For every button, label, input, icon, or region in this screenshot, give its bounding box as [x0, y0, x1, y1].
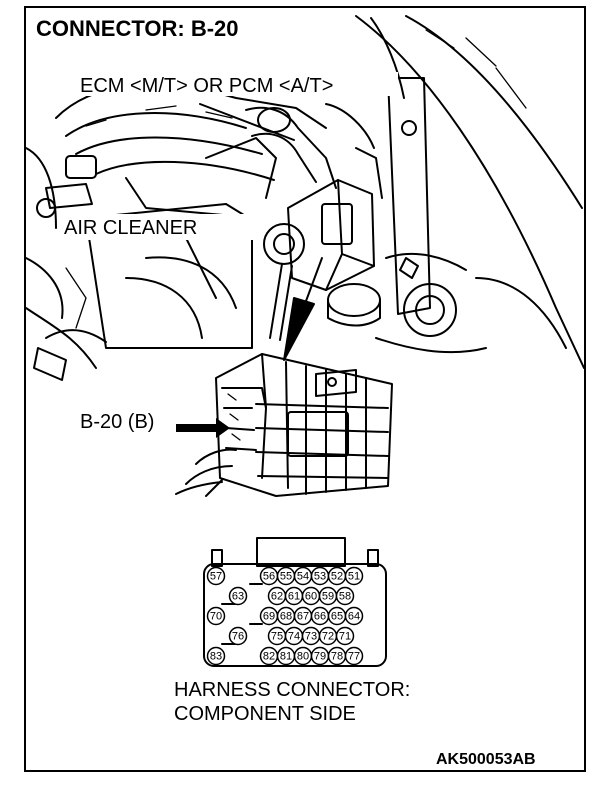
connector-pin-label: 63: [232, 591, 244, 603]
connector-pin-label: 78: [331, 651, 343, 663]
connector-pin-label: 76: [232, 631, 244, 643]
connector-pin-label: 74: [288, 631, 300, 643]
connector-ref-label: B-20 (B): [80, 411, 154, 433]
connector-pin-label: 65: [331, 611, 343, 623]
connector-pin-label: 57: [210, 571, 222, 583]
connector-pin-64: [344, 606, 364, 626]
connector-pin-63: [228, 586, 248, 606]
connector-pin-label: 58: [339, 591, 351, 603]
connector-pin-label: 66: [314, 611, 326, 623]
connector-pin-label: 72: [322, 631, 334, 643]
connector-pin-label: 75: [271, 631, 283, 643]
diagram-frame: 57 56 55 54 53 52 51 63 62 61 60 59 58 70 69 68 67 66 65 64…: [24, 6, 586, 772]
connector-title: CONNECTOR: B-20: [36, 16, 239, 41]
connector-pin-label: 82: [263, 651, 275, 663]
connector-pin-label: 67: [297, 611, 309, 623]
connector-pin-label: 64: [348, 611, 360, 623]
connector-pin-label: 55: [280, 571, 292, 583]
harness-connector-label: HARNESS CONNECTOR:: [174, 679, 410, 701]
component-side-label: COMPONENT SIDE: [174, 703, 356, 725]
connector-pin-label: 69: [263, 611, 275, 623]
connector-pin-label: 60: [305, 591, 317, 603]
connector-pin-57: [206, 566, 226, 586]
connector-pin-label: 51: [348, 571, 360, 583]
connector-pin-77: [344, 646, 364, 666]
connector-pin-label: 79: [314, 651, 326, 663]
connector-pin-label: 52: [331, 571, 343, 583]
connector-pin-51: [344, 566, 364, 586]
connector-pin-label: 54: [297, 571, 309, 583]
connector-pin-70: [206, 606, 226, 626]
connector-pin-label: 59: [322, 591, 334, 603]
ecm-pcm-label: ECM <M/T> OR PCM <A/T>: [80, 75, 333, 97]
connector-pin-71: [335, 626, 355, 646]
connector-pin-label: 61: [288, 591, 300, 603]
connector-pin-label: 70: [210, 611, 222, 623]
air-cleaner-label: AIR CLEANER: [64, 217, 197, 239]
connector-pin-label: 71: [339, 631, 351, 643]
engine-bay-illustration: [26, 15, 584, 381]
connector-pin-83: [206, 646, 226, 666]
diagram-canvas: 57 56 55 54 53 52 51 63 62 61 60 59 58 70 69 68 67 66 65 64…: [26, 15, 584, 768]
harness-connector-face: 57 56 55 54 53 52 51 63 62 61 60 59 58 70 69 68 67 66 65 64…: [203, 537, 387, 667]
connector-pin-label: 83: [210, 651, 222, 663]
connector-pin-label: 77: [348, 651, 360, 663]
figure-code: AK500053AB: [436, 751, 536, 768]
connector-pin-label: 81: [280, 651, 292, 663]
connector-pin-label: 80: [297, 651, 309, 663]
connector-pin-label: 62: [271, 591, 283, 603]
connector-pin-58: [335, 586, 355, 606]
connector-pin-label: 73: [305, 631, 317, 643]
ecm-connector-closeup: [175, 353, 393, 497]
connector-pin-label: 53: [314, 571, 326, 583]
connector-pin-label: 56: [263, 571, 275, 583]
connector-pin-label: 68: [280, 611, 292, 623]
connector-pin-76: [228, 626, 248, 646]
